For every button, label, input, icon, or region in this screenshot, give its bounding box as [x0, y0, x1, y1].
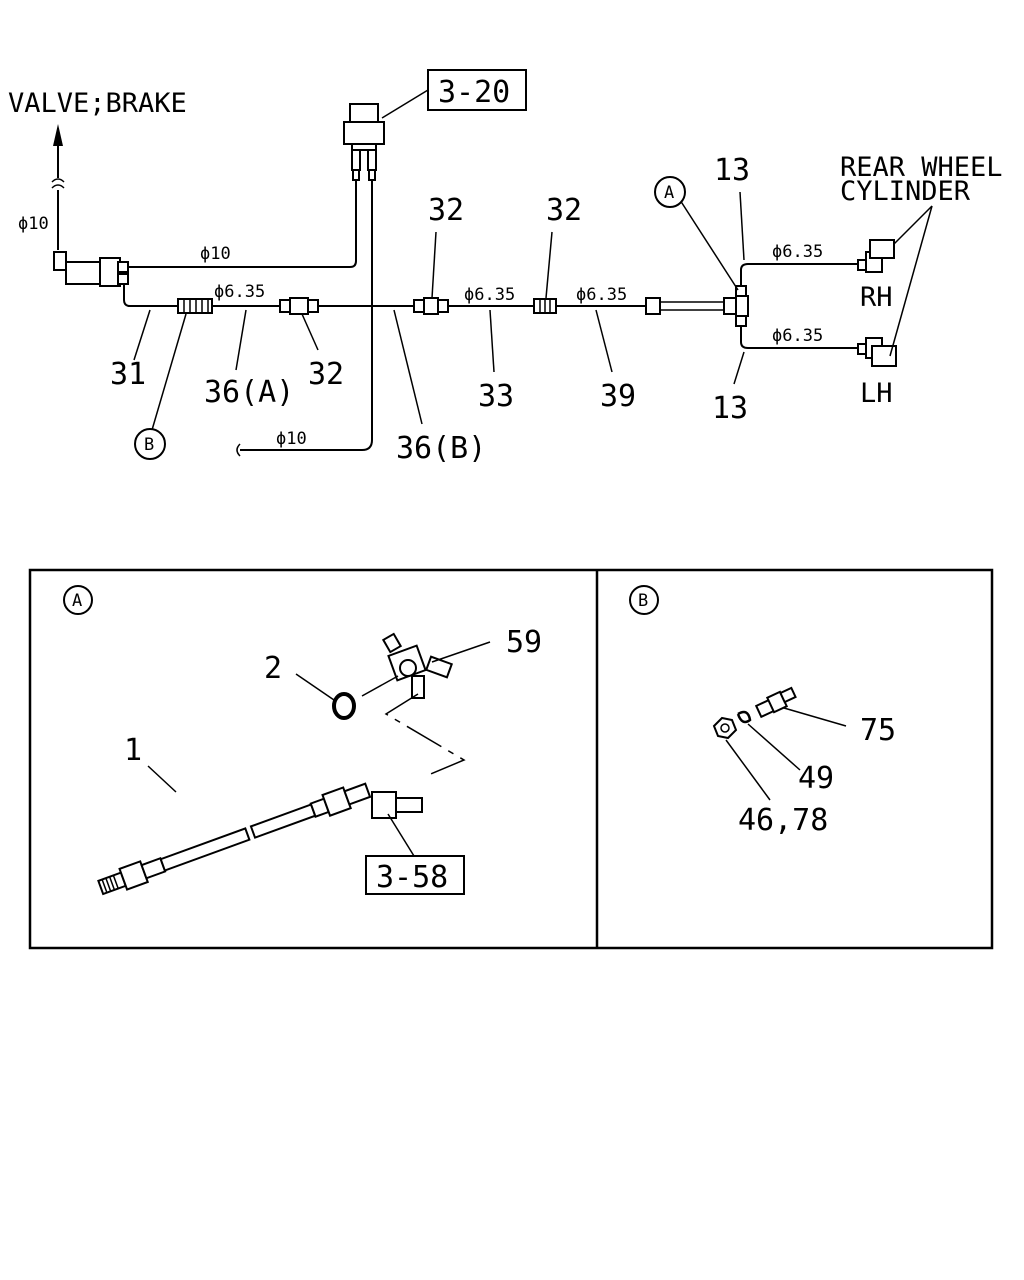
- flare-nut-32-mid: [413, 297, 449, 315]
- pipe-phi10-to-switch: [128, 180, 357, 268]
- lock-washer-part-49: [736, 710, 752, 724]
- callout-36a: 36(A): [204, 375, 294, 410]
- brake-valve-body: [53, 251, 129, 287]
- marker-a-label: A: [664, 183, 674, 203]
- three-way-joint-part-59: [381, 632, 454, 699]
- diameter-label-phi10-top: ϕ10: [200, 244, 231, 264]
- pipe-13-rh: [740, 263, 858, 286]
- leader-part-59: [431, 641, 491, 663]
- callout-part-49: 49: [798, 761, 834, 796]
- marker-b-label: B: [144, 435, 154, 455]
- bolt-3-58: [371, 791, 423, 819]
- marker-b-circle: [134, 428, 166, 460]
- leader-33: [489, 309, 495, 373]
- gasket-part-2: [332, 692, 356, 720]
- leader-32-mid: [431, 231, 437, 299]
- callout-32-low: 32: [308, 357, 344, 392]
- callout-32-right: 32: [546, 193, 582, 228]
- pressure-switch-3-20: [343, 103, 385, 181]
- callout-13-top: 13: [714, 153, 750, 188]
- pipe-13-lh: [740, 326, 858, 349]
- diameter-label-36a: ϕ6.35: [214, 282, 265, 302]
- callout-13-bottom: 13: [712, 391, 748, 426]
- ref-box-3-20: [427, 69, 527, 111]
- leader-36b: [393, 309, 423, 425]
- leader-part-2: [295, 673, 335, 701]
- union-fitting-b: [177, 298, 213, 314]
- diameter-label-39: ϕ6.35: [576, 285, 627, 305]
- pipe-phi10-bottom: [240, 180, 373, 451]
- leader-part-49: [747, 723, 801, 771]
- valve-brake-label: VALVE;BRAKE: [8, 88, 187, 119]
- wheel-cylinder-lh: [857, 337, 897, 367]
- callout-31: 31: [110, 357, 146, 392]
- leader-3-20: [381, 89, 429, 119]
- lh-label: LH: [860, 378, 893, 409]
- callout-39: 39: [600, 379, 636, 414]
- assembly-line-bolt: [384, 693, 466, 777]
- leader-part-46-78: [725, 739, 771, 801]
- rear-wheel-label-2: CYLINDER: [840, 176, 971, 207]
- callout-part-46-78: 46,78: [738, 803, 828, 838]
- detail-frame: [28, 568, 994, 950]
- diameter-label-rh: ϕ6.35: [772, 242, 823, 262]
- leader-32-right: [545, 231, 553, 299]
- ref-box-3-58: [365, 855, 465, 895]
- rh-label: RH: [860, 282, 893, 313]
- detail-b-title: B: [638, 591, 648, 611]
- arrow-up-icon: [51, 124, 65, 250]
- detail-a-title: A: [72, 591, 82, 611]
- diameter-label-phi10-bottom: ϕ10: [276, 429, 307, 449]
- leader-36a: [235, 309, 247, 371]
- callout-part-2: 2: [264, 651, 282, 686]
- leader-32-low: [301, 313, 319, 351]
- diameter-label-phi10-left: ϕ10: [18, 214, 49, 234]
- detail-b-circle: [629, 585, 659, 615]
- nut-part-46-78: [712, 716, 738, 740]
- pipe-31: [123, 284, 178, 307]
- three-way-joint: [735, 285, 749, 327]
- hose-end-left: [645, 297, 661, 315]
- callout-32-mid: 32: [428, 193, 464, 228]
- diameter-label-33: ϕ6.35: [464, 285, 515, 305]
- rear-wheel-label-1: REAR WHEEL: [840, 152, 1003, 183]
- leader-13-top: [739, 191, 745, 261]
- leader-part-1: [147, 765, 177, 793]
- flexible-hose-part-1: [97, 782, 372, 896]
- leader-13-bottom: [733, 351, 745, 385]
- ref-label-3-58: 3-58: [376, 860, 448, 895]
- ref-label-3-20: 3-20: [438, 75, 510, 110]
- callout-part-59: 59: [506, 625, 542, 660]
- callout-33: 33: [478, 379, 514, 414]
- leader-3-58: [387, 813, 415, 857]
- leader-39: [595, 309, 613, 373]
- leader-part-75: [783, 707, 847, 727]
- diameter-label-lh: ϕ6.35: [772, 326, 823, 346]
- connector-part-75: [754, 686, 797, 719]
- flare-nut-32-left: [279, 297, 319, 315]
- marker-a-circle: [654, 176, 686, 208]
- callout-part-1: 1: [124, 733, 142, 768]
- leader-rear-rh: [893, 205, 933, 245]
- hose-end-right: [723, 297, 737, 315]
- break-mark: [236, 443, 241, 457]
- leader-rear-lh: [889, 205, 933, 357]
- leader-31: [133, 309, 151, 361]
- detail-a-circle: [63, 585, 93, 615]
- assembly-line-a: [361, 675, 399, 697]
- leader-marker-b: [151, 313, 187, 431]
- callout-36b: 36(B): [396, 431, 486, 466]
- leader-marker-a: [679, 199, 739, 291]
- union-32-right: [533, 298, 557, 314]
- callout-part-75: 75: [860, 713, 896, 748]
- wheel-cylinder-rh: [857, 239, 895, 273]
